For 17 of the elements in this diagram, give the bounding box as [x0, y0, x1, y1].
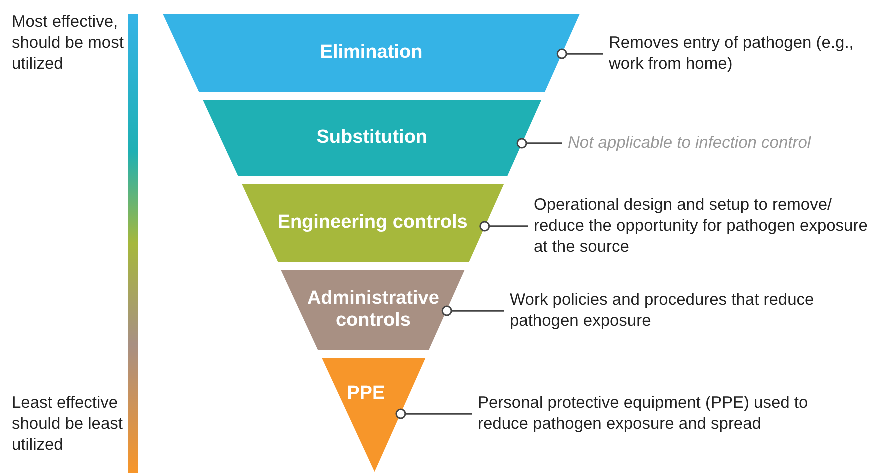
description-text: Removes entry of pathogen (e.g., work from home) [609, 33, 859, 75]
description-text: Work policies and procedures that reduce pathogen exposure [510, 290, 870, 332]
band-label: Substitution [316, 127, 429, 149]
description-text: Operational design and setup to remove/ reduce the opportunity for pathogen exposure at the source [534, 195, 877, 258]
leader-line [480, 221, 528, 232]
band-label: PPE [346, 383, 386, 406]
band-label: Elimination [319, 42, 424, 64]
description-text: Not applicable to infection control [568, 133, 812, 154]
band-label: Administrative controls [306, 288, 440, 332]
scale-label: Most effective, should be most utilized [12, 12, 125, 75]
leader-line [556, 48, 603, 60]
leader-line [516, 138, 562, 149]
scale-label: Least effective should be least utilized [12, 393, 124, 456]
leader-line [396, 408, 472, 420]
band-label: Engineering controls [276, 212, 469, 234]
description-text: Personal protective equipment (PPE) used to reduce pathogen exposure and spread [478, 393, 838, 435]
leader-line [442, 306, 504, 316]
